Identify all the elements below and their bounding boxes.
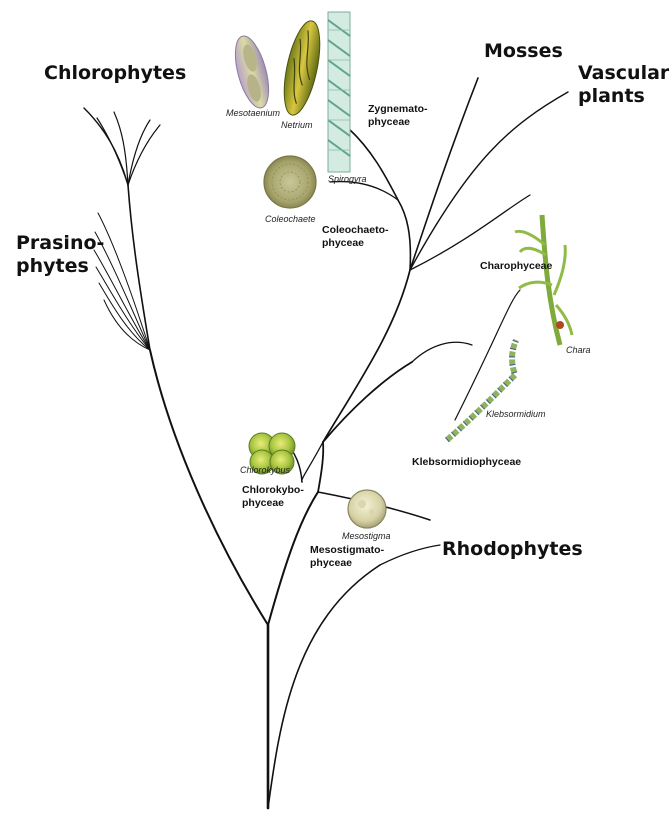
label-mesotaenium: Mesotaenium — [226, 108, 280, 119]
label-chlorokybophyceae: Chlorokybo- phyceae — [242, 484, 304, 510]
label-zygnemato-line1: Zygnemato- — [368, 103, 428, 116]
label-mesostigma: Mesostigma — [342, 531, 391, 542]
label-vascular-plants: Vascular plants — [578, 62, 669, 108]
label-prasinophytes-line1: Prasino- — [16, 232, 104, 255]
label-spirogyra: Spirogyra — [328, 174, 367, 185]
mesostigma-illustration — [348, 490, 386, 528]
label-coleochaeto-line2: phyceae — [322, 237, 389, 250]
label-prasinophytes: Prasino- phytes — [16, 232, 104, 278]
klebsormidium-illustration — [447, 340, 516, 440]
label-mesostigmato-line1: Mesostigmato- — [310, 544, 384, 557]
label-mosses: Mosses — [484, 40, 563, 63]
chara-illustration — [515, 215, 572, 345]
label-chara: Chara — [566, 345, 591, 356]
coleochaete-illustration — [264, 156, 316, 208]
label-chlorophytes: Chlorophytes — [44, 62, 186, 85]
label-coleochaete: Coleochaete — [265, 214, 316, 225]
label-mesostigmato-line2: phyceae — [310, 557, 384, 570]
label-coleochaeto-line1: Coleochaeto- — [322, 224, 389, 237]
label-netrium: Netrium — [281, 120, 313, 131]
netrium-illustration — [277, 18, 326, 118]
label-klebsormidium: Klebsormidium — [486, 409, 546, 420]
label-chlorokybus: Chlorokybus — [240, 465, 290, 476]
label-rhodophytes: Rhodophytes — [442, 538, 583, 561]
label-vascular-line2: plants — [578, 85, 669, 108]
label-charophyceae: Charophyceae — [480, 260, 552, 273]
label-chlorokybo-line1: Chlorokybo- — [242, 484, 304, 497]
label-vascular-line1: Vascular — [578, 62, 669, 85]
label-klebsormidiophyceae: Klebsormidiophyceae — [412, 456, 521, 469]
green-lineage-branches — [84, 108, 268, 808]
mesotaenium-illustration — [229, 33, 275, 112]
label-zygnemato-line2: phyceae — [368, 116, 428, 129]
label-prasinophytes-line2: phytes — [16, 255, 104, 278]
label-zygnematophyceae: Zygnemato- phyceae — [368, 103, 428, 129]
label-coleochaetophyceae: Coleochaeto- phyceae — [322, 224, 389, 250]
label-chlorokybo-line2: phyceae — [242, 497, 304, 510]
rhodophyte-branches — [268, 545, 440, 808]
label-mesostigmatophyceae: Mesostigmato- phyceae — [310, 544, 384, 570]
spirogyra-illustration — [328, 12, 350, 172]
